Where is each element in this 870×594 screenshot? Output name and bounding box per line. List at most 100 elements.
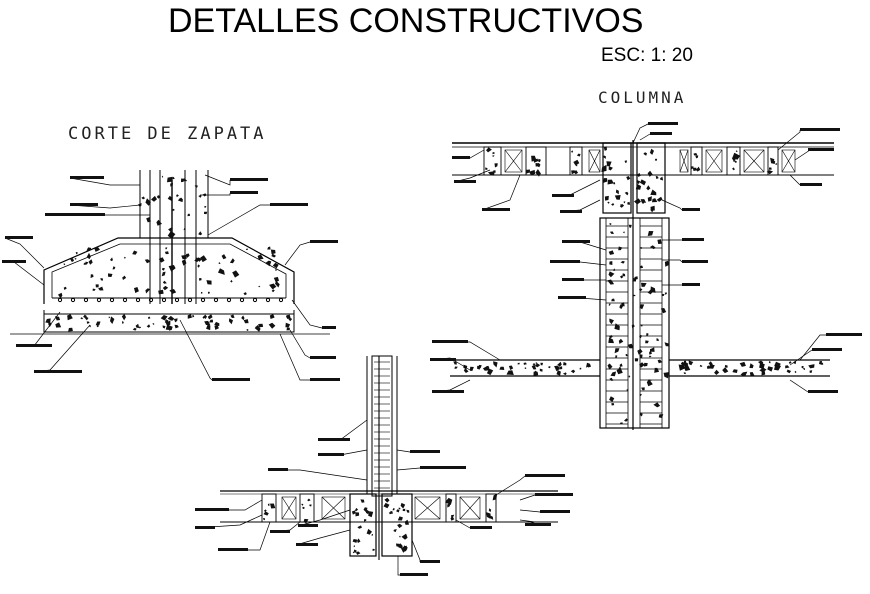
aggregate-stone	[302, 506, 305, 510]
aggregate-stone	[214, 325, 219, 330]
wall-shaft	[371, 355, 393, 497]
aggregate-stone	[618, 338, 624, 344]
aggregate-stone	[355, 512, 360, 517]
aggregate-stone	[628, 224, 632, 228]
aggregate-stone	[183, 228, 186, 231]
aggregate-stone	[270, 249, 276, 255]
aggregate-stone	[613, 268, 616, 271]
callout-text-bar	[562, 240, 590, 243]
rebar-dot	[174, 297, 180, 303]
aggregate-stone	[493, 170, 496, 173]
aggregate-stone	[67, 314, 73, 321]
aggregate-stone	[758, 360, 764, 366]
aggregate-stone	[156, 219, 162, 226]
aggregate-stone	[714, 369, 720, 375]
aggregate-stone	[148, 316, 151, 319]
leader-lines	[2, 123, 826, 576]
aggregate-stone	[768, 167, 772, 170]
aggregate-stone	[162, 325, 166, 329]
leader-line	[396, 449, 411, 453]
aggregate-stone	[263, 518, 265, 521]
aggregate-stone	[187, 213, 191, 217]
aggregate-stone	[232, 270, 240, 278]
aggregate-stone	[197, 264, 200, 268]
aggregate-stone	[608, 337, 614, 344]
aggregate-stone	[794, 370, 797, 374]
aggregate-stone	[649, 350, 652, 355]
aggregate-stone	[132, 250, 138, 255]
aggregate-stone	[766, 170, 774, 175]
aggregate-stone	[639, 412, 643, 417]
aggregate-stone	[647, 170, 653, 177]
aggregate-stone	[660, 308, 667, 314]
callout-text-bar	[310, 356, 336, 359]
aggregate-stone	[447, 503, 450, 508]
aggregate-hatch	[45, 146, 824, 555]
aggregate-stone	[820, 362, 824, 365]
aggregate-stone	[241, 315, 245, 321]
aggregate-stone	[639, 334, 642, 339]
aggregate-stone	[749, 372, 755, 376]
aggregate-stone	[352, 551, 355, 554]
aggregate-stone	[100, 278, 104, 281]
callout-text-bar	[270, 203, 308, 206]
callout-text-bar	[268, 468, 288, 471]
aggregate-stone	[181, 259, 187, 266]
aggregate-stone	[739, 361, 746, 367]
aggregate-stone	[400, 502, 406, 509]
aggregate-stone	[268, 322, 276, 329]
leader-line	[204, 174, 231, 186]
aggregate-stone	[162, 267, 165, 271]
leader-line	[519, 509, 541, 513]
aggregate-stone	[627, 201, 631, 205]
aggregate-stone	[94, 246, 100, 252]
hollow-block	[705, 149, 723, 173]
aggregate-stone	[254, 325, 261, 332]
callout-text-bar	[648, 122, 678, 125]
callout-text-bar	[298, 524, 318, 527]
aggregate-stone	[525, 169, 530, 174]
aggregate-stone	[608, 166, 613, 171]
aggregate-stone	[383, 502, 390, 509]
aggregate-stone	[108, 316, 111, 319]
callout-text-bar	[5, 236, 33, 239]
leader-line	[481, 174, 521, 211]
aggregate-stone	[624, 191, 629, 196]
aggregate-stone	[229, 258, 235, 264]
aggregate-stone	[606, 161, 612, 167]
aggregate-stone	[218, 262, 221, 264]
aggregate-stone	[272, 262, 279, 269]
aggregate-stone	[228, 318, 233, 325]
aggregate-stone	[365, 509, 370, 515]
aggregate-stone	[609, 335, 613, 339]
aggregate-stone	[454, 366, 458, 369]
aggregate-stone	[186, 253, 190, 258]
aggregate-stone	[199, 278, 202, 281]
aggregate-stone	[263, 511, 269, 516]
aggregate-stone	[492, 493, 498, 501]
callout-text-bar	[230, 178, 268, 181]
aggregate-stone	[258, 285, 261, 288]
aggregate-stone	[156, 195, 161, 199]
aggregate-stone	[398, 507, 401, 510]
aggregate-stone	[619, 304, 624, 310]
aggregate-stone	[258, 323, 264, 328]
hollow-block	[281, 496, 297, 520]
aggregate-stone	[788, 361, 792, 364]
aggregate-stone	[393, 529, 397, 533]
aggregate-stone	[683, 372, 686, 375]
aggregate-stone	[562, 372, 567, 376]
aggregate-stone	[535, 362, 538, 364]
rebar-dot	[70, 297, 76, 303]
aggregate-stone	[463, 368, 469, 373]
aggregate-stone	[538, 158, 541, 163]
aggregate-stone	[614, 348, 620, 354]
aggregate-stone	[146, 324, 151, 328]
aggregate-stone	[640, 199, 647, 203]
aggregate-stone	[487, 171, 495, 176]
aggregate-stone	[656, 338, 659, 341]
rebar-dot	[200, 297, 206, 303]
leader-line	[799, 334, 826, 361]
aggregate-stone	[204, 205, 207, 208]
